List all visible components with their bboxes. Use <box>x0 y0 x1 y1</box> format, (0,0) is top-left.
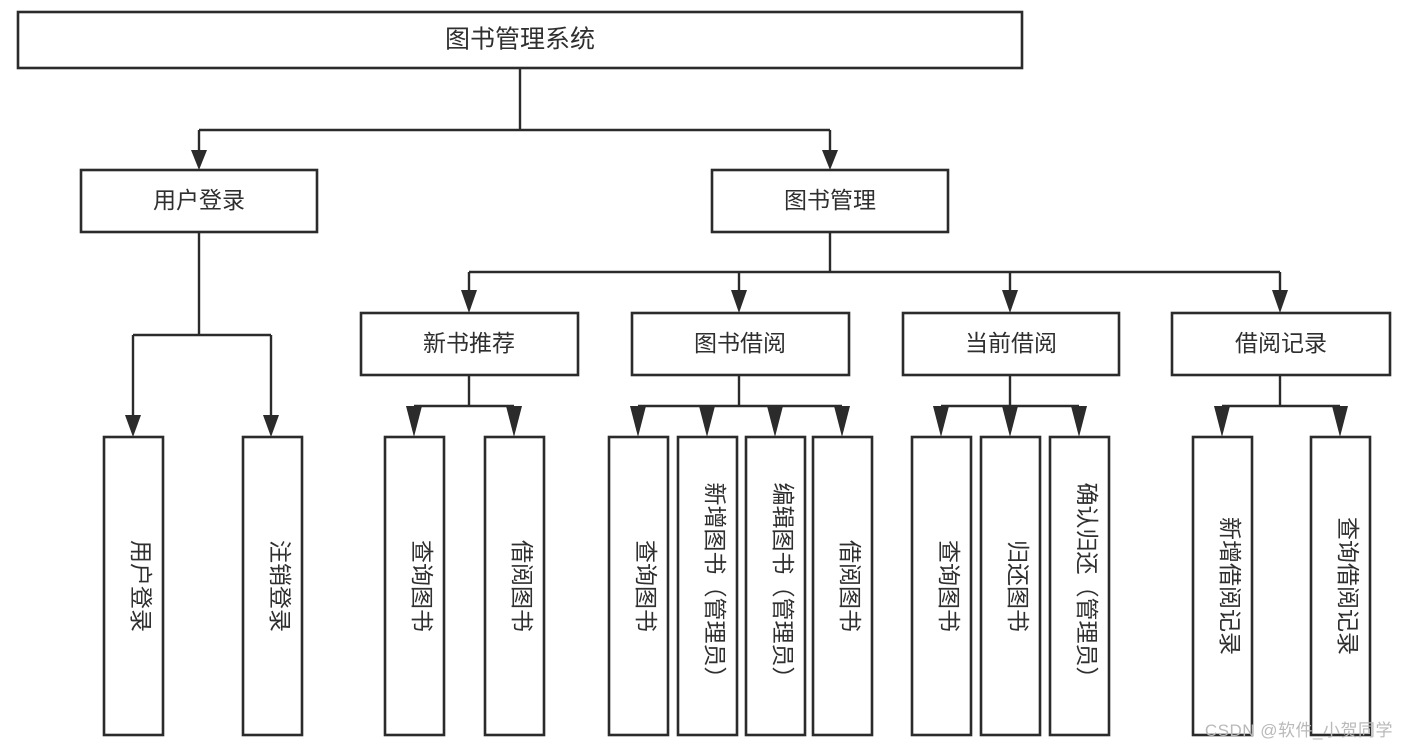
connector-borrowrecord-to-leaves <box>1214 375 1348 437</box>
leaf-add-record-box[interactable] <box>1191 435 1254 737</box>
arrow-head-current-borrow <box>1002 290 1018 313</box>
leaf-user-logout[interactable]: 注销登录 <box>241 435 304 737</box>
arrow-head-borrow-record <box>1272 290 1288 313</box>
leaf-user-logout-box[interactable] <box>241 435 304 737</box>
leaf-borrow-books-1-label: 借阅图书 <box>509 540 535 632</box>
connector-newbook-to-leaves <box>406 375 522 437</box>
connector-bookborrow-to-leaves <box>630 375 850 437</box>
connector-root-to-level2 <box>191 68 838 170</box>
leaf-user-login[interactable]: 用户登录 <box>102 435 165 737</box>
leaf-query-books-3-box[interactable] <box>910 435 973 737</box>
node-new-book-recommend-box[interactable] <box>359 311 580 377</box>
arrow-head-leaf-confirm-return <box>1071 406 1087 437</box>
leaf-query-books-3-label: 查询图书 <box>936 540 962 632</box>
leaf-user-login-box[interactable] <box>102 435 165 737</box>
leaf-borrow-books-1-box[interactable] <box>483 435 546 737</box>
arrow-head-leaf-user-login <box>125 415 141 437</box>
arrow-head-book-borrow <box>731 290 747 313</box>
leaf-edit-book[interactable]: 编辑图书（管理员） <box>744 435 807 737</box>
node-new-book-recommend-label: 新书推荐 <box>423 330 515 356</box>
node-current-borrow-box[interactable] <box>901 311 1121 377</box>
node-borrow-record[interactable]: 借阅记录 <box>1170 311 1392 377</box>
leaf-borrow-books-2[interactable]: 借阅图书 <box>811 435 874 737</box>
leaf-add-record[interactable]: 新增借阅记录 <box>1191 435 1254 737</box>
connector-bookmgmt-to-level3 <box>461 232 1288 313</box>
arrow-head-leaf-borrow-books-1 <box>506 406 522 437</box>
node-book-management-label: 图书管理 <box>784 187 876 213</box>
arrow-head-new-book-recommend <box>461 290 477 313</box>
leaf-confirm-return[interactable]: 确认归还（管理员） <box>1048 435 1111 737</box>
arrow-head-leaf-borrow-books-2 <box>834 406 850 437</box>
arrow-head-leaf-edit-book <box>767 406 783 437</box>
node-current-borrow-label: 当前借阅 <box>965 330 1057 356</box>
leaf-borrow-books-2-label: 借阅图书 <box>837 540 863 632</box>
leaf-borrow-books-1[interactable]: 借阅图书 <box>483 435 546 737</box>
node-book-borrow[interactable]: 图书借阅 <box>630 311 851 377</box>
leaf-add-book[interactable]: 新增图书（管理员） <box>676 435 739 737</box>
connector-userlogin-to-leaves <box>125 232 279 437</box>
leaf-add-book-box[interactable] <box>676 435 739 737</box>
node-borrow-record-label: 借阅记录 <box>1235 330 1327 356</box>
arrow-head-leaf-query-record <box>1332 406 1348 437</box>
node-current-borrow[interactable]: 当前借阅 <box>901 311 1121 377</box>
leaf-query-books-2-label: 查询图书 <box>633 540 659 632</box>
node-book-borrow-label: 图书借阅 <box>694 330 786 356</box>
arrow-head-leaf-return-book <box>1002 406 1018 437</box>
arrow-head-leaf-add-book <box>699 406 715 437</box>
leaf-add-record-label: 新增借阅记录 <box>1217 517 1243 655</box>
node-book-management-box[interactable] <box>710 168 950 234</box>
leaf-confirm-return-box[interactable] <box>1048 435 1111 737</box>
node-borrow-record-box[interactable] <box>1170 311 1392 377</box>
leaf-user-login-label: 用户登录 <box>128 540 154 632</box>
leaf-confirm-return-label: 确认归还（管理员） <box>1074 483 1100 690</box>
node-book-management[interactable]: 图书管理 <box>710 168 950 234</box>
arrow-head-leaf-query-books-2 <box>630 406 646 437</box>
node-book-borrow-box[interactable] <box>630 311 851 377</box>
node-user-login[interactable]: 用户登录 <box>79 168 319 234</box>
leaf-borrow-books-2-box[interactable] <box>811 435 874 737</box>
node-user-login-box[interactable] <box>79 168 319 234</box>
node-user-login-label: 用户登录 <box>153 187 245 213</box>
leaf-query-books-2-box[interactable] <box>607 435 670 737</box>
node-new-book-recommend[interactable]: 新书推荐 <box>359 311 580 377</box>
arrow-head-leaf-query-books-3 <box>933 406 949 437</box>
arrow-head-leaf-query-books-1 <box>406 406 422 437</box>
arrow-head-leaf-user-logout <box>263 415 279 437</box>
leaf-return-book-box[interactable] <box>979 435 1042 737</box>
leaf-add-book-label: 新增图书（管理员） <box>702 483 728 690</box>
leaf-query-books-1[interactable]: 查询图书 <box>383 435 446 737</box>
arrow-head-leaf-add-record <box>1214 406 1230 437</box>
node-root-box[interactable] <box>16 10 1024 70</box>
leaf-query-books-1-box[interactable] <box>383 435 446 737</box>
leaf-query-record[interactable]: 查询借阅记录 <box>1309 435 1372 737</box>
leaf-user-logout-label: 注销登录 <box>267 540 293 632</box>
arrow-head-user-login <box>191 150 207 170</box>
leaf-query-books-1-label: 查询图书 <box>409 540 435 632</box>
leaf-query-books-2[interactable]: 查询图书 <box>607 435 670 737</box>
leaf-return-book[interactable]: 归还图书 <box>979 435 1042 737</box>
leaf-query-books-3[interactable]: 查询图书 <box>910 435 973 737</box>
leaf-edit-book-box[interactable] <box>744 435 807 737</box>
leaf-query-record-label: 查询借阅记录 <box>1335 517 1361 655</box>
leaf-query-record-box[interactable] <box>1309 435 1372 737</box>
leaf-return-book-label: 归还图书 <box>1005 540 1031 632</box>
leaf-edit-book-label: 编辑图书（管理员） <box>770 483 796 690</box>
arrow-head-book-management <box>822 150 838 170</box>
node-root-label: 图书管理系统 <box>445 26 595 54</box>
node-root[interactable]: 图书管理系统 <box>16 10 1024 70</box>
connector-currentborrow-to-leaves <box>933 375 1087 437</box>
